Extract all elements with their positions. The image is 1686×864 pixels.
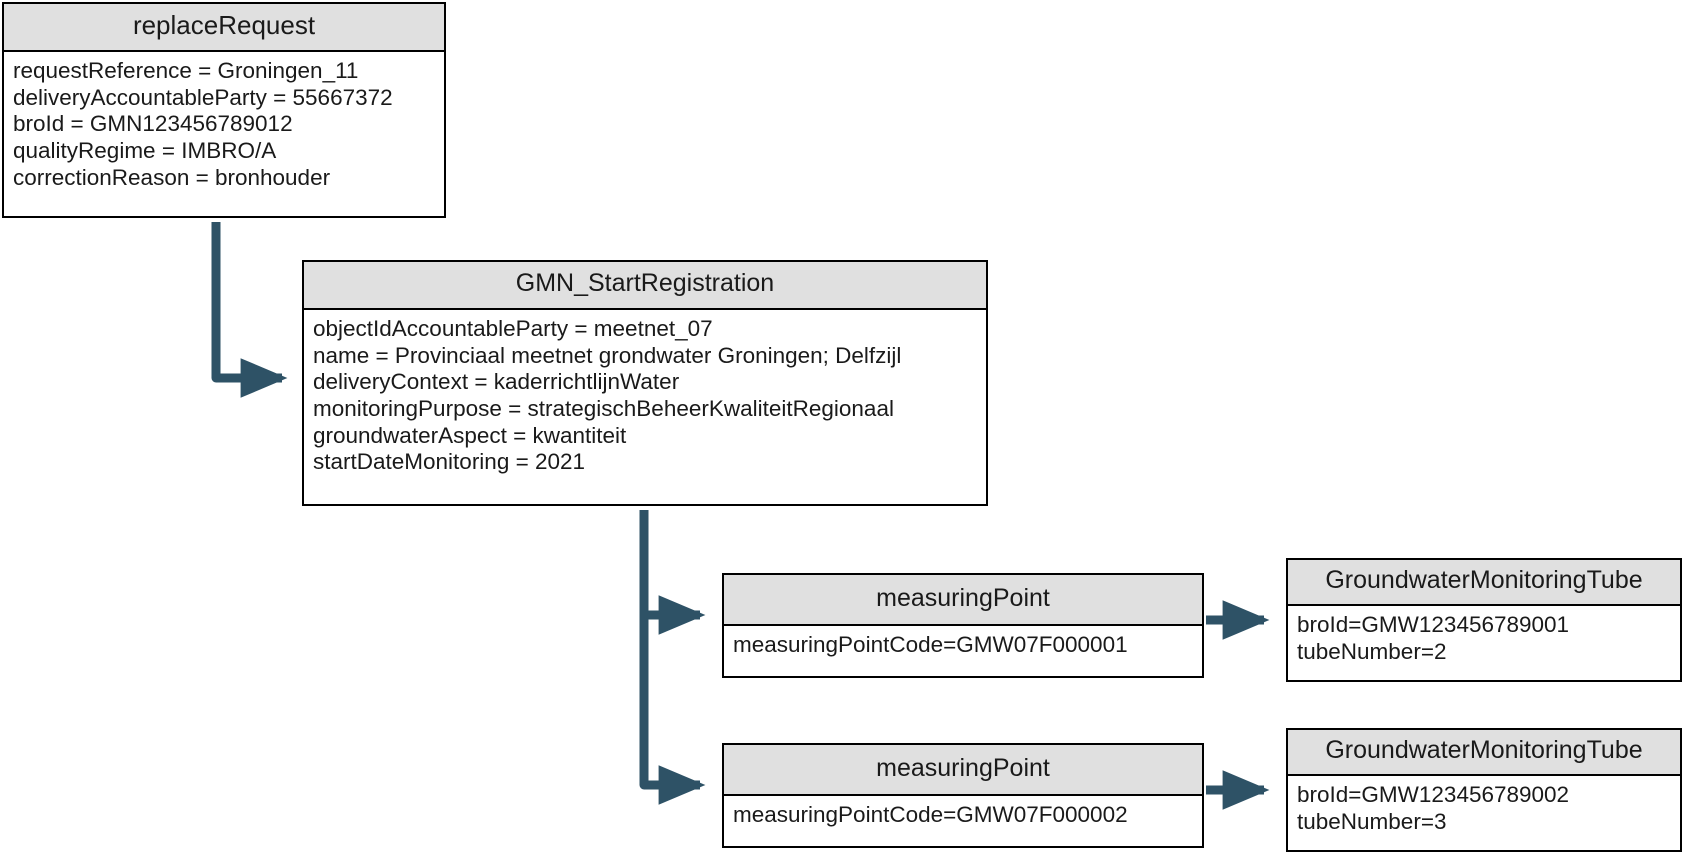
attribute-row: broId=GMW123456789001 [1297,612,1570,637]
connector-gmn-start-to-measuring-point-1 [639,510,706,635]
node-groundwater-monitoring-tube-1-title: GroundwaterMonitoringTube [1288,560,1680,606]
attribute-row: name = Provinciaal meetnet grondwater Gr… [313,342,902,368]
attribute-row: monitoringPurpose = strategischBeheerKwa… [313,395,894,421]
node-gmn-start-registration[interactable]: GMN_StartRegistration objectIdAccountabl… [302,260,988,506]
node-groundwater-monitoring-tube-1-body: broId=GMW123456789001 tubeNumber=2 [1288,606,1680,673]
node-measuring-point-2[interactable]: measuringPoint measuringPointCode=GMW07F… [722,743,1204,848]
attribute-row: broId=GMW123456789002 [1297,782,1570,807]
node-replace-request-title: replaceRequest [4,4,444,52]
node-replace-request-body: requestReference = Groningen_11 delivery… [4,52,444,199]
node-gmn-start-registration-body: objectIdAccountableParty = meetnet_07 na… [304,310,986,484]
node-measuring-point-2-body: measuringPointCode=GMW07F000002 [724,796,1202,837]
attribute-row: qualityRegime = IMBRO/A [13,137,277,163]
node-groundwater-monitoring-tube-2-body: broId=GMW123456789002 tubeNumber=3 [1288,776,1680,843]
attribute-row: tubeNumber=2 [1297,638,1447,664]
node-groundwater-monitoring-tube-2-title: GroundwaterMonitoringTube [1288,730,1680,776]
node-gmn-start-registration-title: GMN_StartRegistration [304,262,986,310]
node-groundwater-monitoring-tube-2[interactable]: GroundwaterMonitoringTube broId=GMW12345… [1286,728,1682,852]
connector-replace-request-to-gmn-start [211,222,288,398]
node-measuring-point-1-body: measuringPointCode=GMW07F000001 [724,626,1202,667]
attribute-row: groundwaterAspect = kwantiteit [313,422,627,448]
attribute-row: measuringPointCode=GMW07F000002 [733,802,1128,827]
node-measuring-point-1[interactable]: measuringPoint measuringPointCode=GMW07F… [722,573,1204,678]
node-replace-request[interactable]: replaceRequest requestReference = Gronin… [2,2,446,218]
attribute-row: tubeNumber=3 [1297,808,1447,834]
attribute-row: startDateMonitoring = 2021 [313,449,586,475]
node-measuring-point-2-title: measuringPoint [724,745,1202,796]
attribute-row: broId = GMN123456789012 [13,111,293,137]
connector-gmn-start-to-measuring-point-2 [639,510,706,805]
attribute-row: deliveryAccountableParty = 55667372 [13,84,393,110]
attribute-row: correctionReason = bronhouder [13,164,331,190]
node-measuring-point-1-title: measuringPoint [724,575,1202,626]
attribute-row: objectIdAccountableParty = meetnet_07 [313,316,713,341]
node-groundwater-monitoring-tube-1[interactable]: GroundwaterMonitoringTube broId=GMW12345… [1286,558,1682,682]
attribute-row: requestReference = Groningen_11 [13,58,359,83]
attribute-row: deliveryContext = kaderrichtlijnWater [313,369,680,395]
attribute-row: measuringPointCode=GMW07F000001 [733,632,1128,657]
